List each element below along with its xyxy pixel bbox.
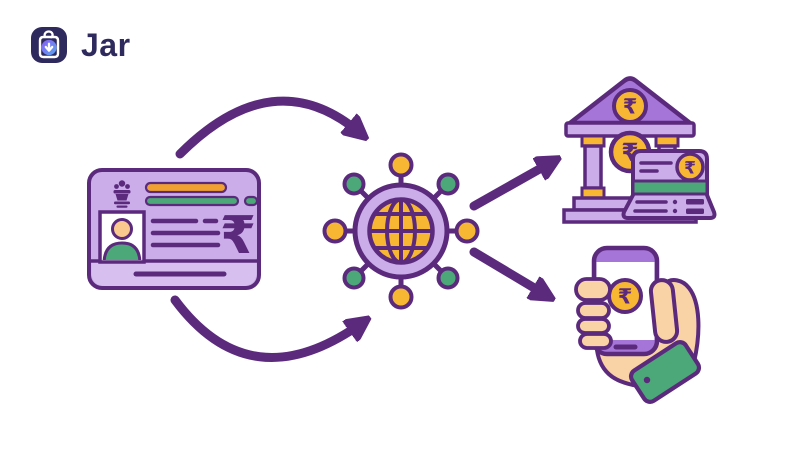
card-to-network-bottom-arrow bbox=[170, 295, 362, 362]
rupee-coin-icon bbox=[675, 152, 705, 182]
brand-name: Jar bbox=[81, 26, 131, 63]
download-arrow-icon bbox=[44, 42, 54, 52]
rupee-symbol: ₹ bbox=[220, 206, 256, 266]
card-green-dash bbox=[243, 195, 259, 207]
network-nodes bbox=[322, 152, 480, 310]
card-detail-lines bbox=[633, 161, 673, 213]
card-to-network-top-arrow bbox=[175, 96, 360, 159]
fingers bbox=[574, 277, 613, 350]
sleeve-cuff bbox=[628, 340, 702, 404]
bank-illustration: ₹ ₹ bbox=[562, 76, 717, 224]
card-number-dots bbox=[672, 199, 704, 214]
card-orange-bar bbox=[144, 181, 228, 194]
cuff-button bbox=[643, 376, 651, 384]
network-to-bank-arrow bbox=[469, 162, 552, 211]
network-to-mobile-arrow bbox=[469, 247, 546, 295]
jar-logo: Jar bbox=[30, 26, 131, 64]
person-avatar bbox=[102, 218, 142, 260]
jar-app-icon bbox=[31, 27, 67, 63]
flow-arrows bbox=[170, 96, 552, 362]
card-green-bar bbox=[144, 195, 240, 207]
payment-card-illustration: ₹ bbox=[621, 149, 717, 220]
globe-grid bbox=[371, 201, 431, 261]
rupee-symbol: ₹ bbox=[684, 159, 696, 179]
rupee-symbol: ₹ bbox=[618, 285, 633, 309]
id-card-illustration: ₹ bbox=[87, 168, 261, 290]
mobile-payment-illustration: ₹ bbox=[574, 245, 702, 404]
card-green-stripe bbox=[631, 179, 709, 196]
india-emblem-icon bbox=[113, 180, 131, 208]
rupee-symbol: ₹ bbox=[623, 95, 638, 119]
card-text-lines bbox=[150, 218, 221, 248]
network-hub-illustration bbox=[322, 152, 480, 310]
thumb bbox=[648, 278, 680, 344]
